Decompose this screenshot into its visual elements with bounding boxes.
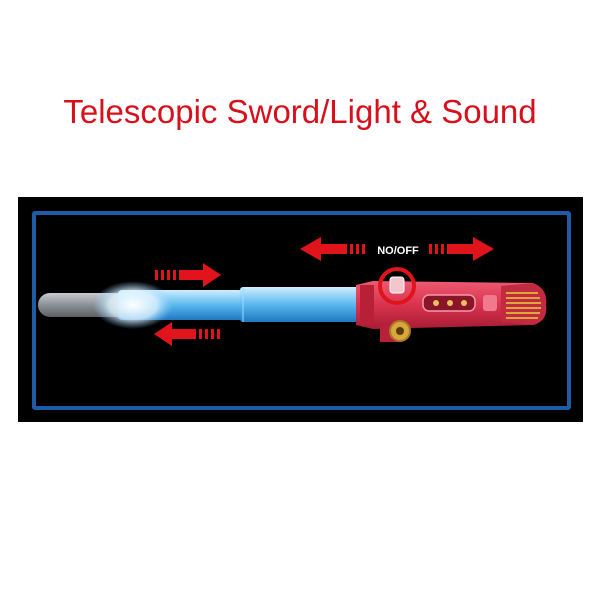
product-photo-panel: NO/OFF: [18, 197, 583, 422]
switch-label: NO/OFF: [377, 245, 419, 257]
arrow-right-icon: [155, 263, 221, 287]
sword-illustration: [38, 237, 547, 346]
product-title: Telescopic Sword/Light & Sound: [63, 93, 537, 130]
sword-hilt: [356, 281, 547, 342]
on-off-switch: [389, 276, 405, 294]
arrow-right-icon: [429, 237, 494, 261]
blade-lit: [93, 281, 360, 329]
circle-highlight-icon: [378, 267, 416, 305]
panel-frame: [32, 211, 571, 410]
arrow-left-icon: [300, 237, 365, 261]
arrow-left-icon: [154, 322, 220, 346]
